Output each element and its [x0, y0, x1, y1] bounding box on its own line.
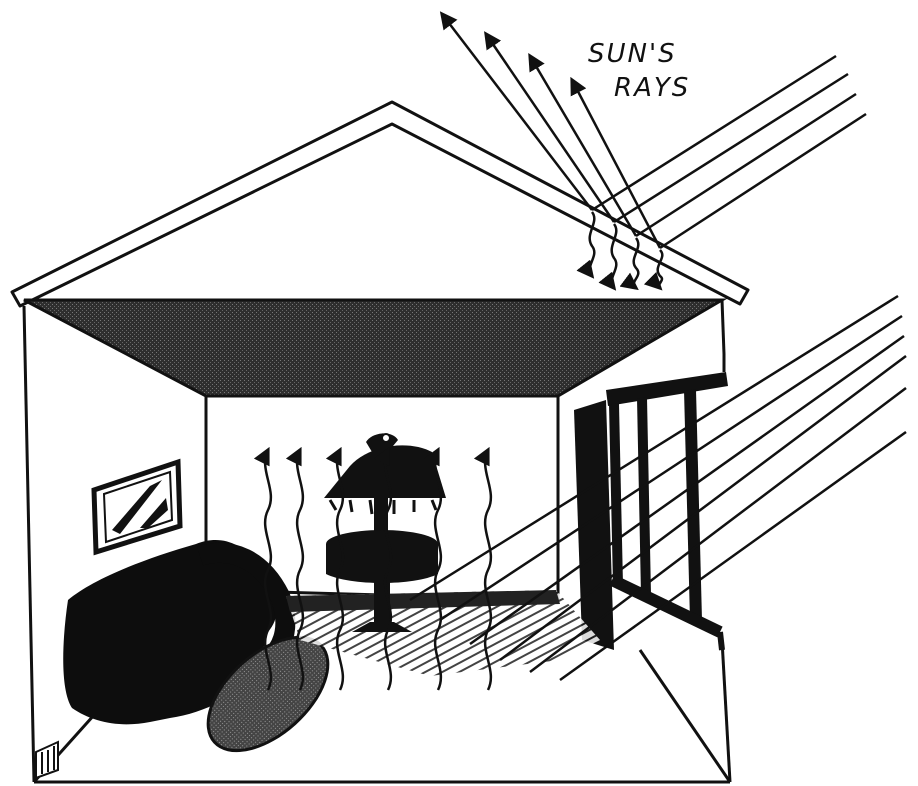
label-line-2: RAYS — [614, 73, 690, 103]
wall-picture — [94, 462, 180, 552]
label-line-1: SUN'S — [588, 39, 677, 69]
floor-sunlight-stripes — [286, 590, 600, 676]
floor-vent — [36, 742, 58, 778]
ceiling — [24, 300, 722, 396]
suns-rays-label: SUN'S RAYS — [588, 39, 690, 103]
window — [574, 354, 728, 650]
